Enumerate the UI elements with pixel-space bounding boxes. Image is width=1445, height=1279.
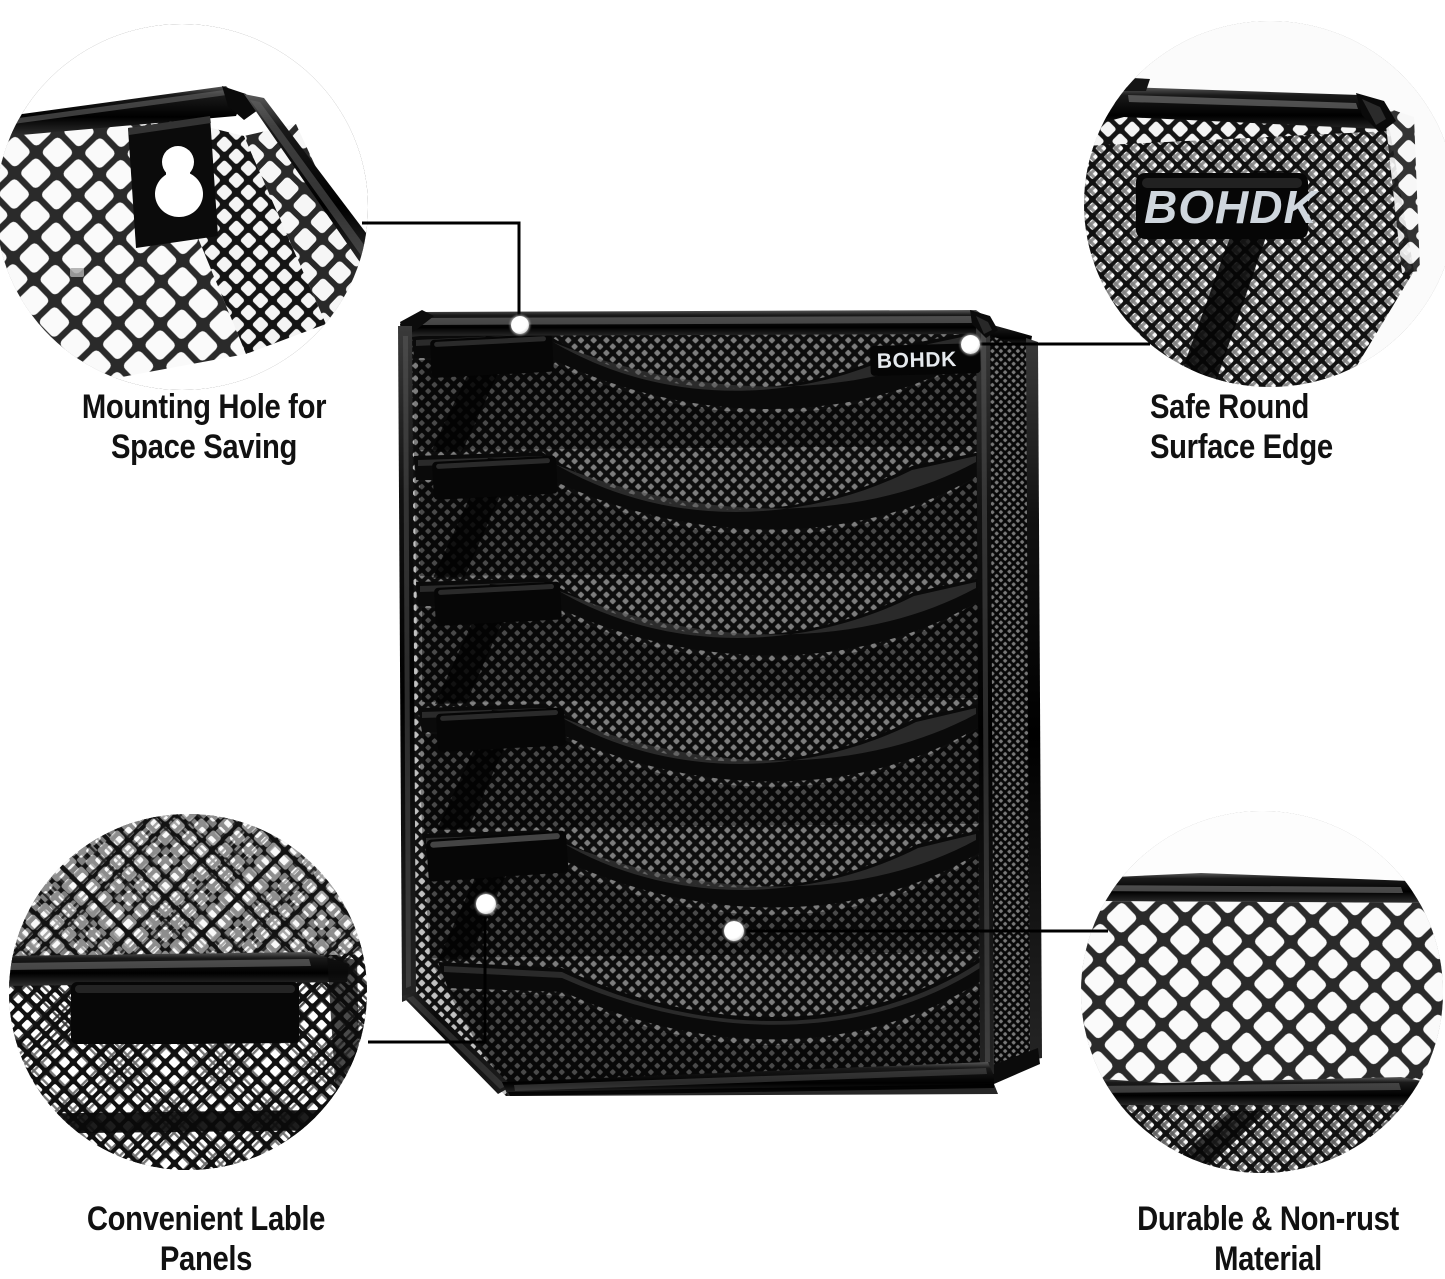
detail-photo-round-edge: BOHDK [1084,21,1445,387]
pocket-6 [430,952,988,1088]
pocket-3 [416,572,980,708]
brand-plate: BOHDK [1136,173,1319,239]
detail-circle-durable-material [1081,811,1443,1173]
label-plate [71,982,299,1044]
callout-dot-material [724,921,744,941]
pocket-2 [414,446,980,582]
caption-safe-round-edge: Safe Round Surface Edge [1150,388,1333,466]
caption-label-panels: Convenient Lable Panels [86,1200,326,1278]
detail-circle-label-panels [9,814,367,1170]
detail-photo-mounting-hole [0,24,368,390]
caption-durable-material: Durable & Non-rust Material [1137,1200,1399,1278]
product-brand-plate: BOHDK [870,343,981,376]
product-photo-wall-file-organizer: BOHDK [390,296,1050,1096]
detail-photo-mesh-material [1081,811,1443,1173]
callout-dot-round-edge [961,335,980,354]
svg-text:BOHDK: BOHDK [877,348,958,373]
callout-dot-label-panel [476,894,496,914]
detail-photo-label-panel [9,814,367,1170]
pocket-4 [418,698,980,834]
callout-dot-mounting-hole [511,316,529,334]
pocket-5 [422,824,980,962]
pocket-1 [412,322,980,456]
detail-circle-safe-round-edge: BOHDK [1084,21,1445,387]
caption-mounting-hole: Mounting Hole for Space Saving [81,388,327,466]
detail-circle-mounting-hole [0,24,368,390]
svg-text:BOHDK: BOHDK [1144,181,1319,233]
